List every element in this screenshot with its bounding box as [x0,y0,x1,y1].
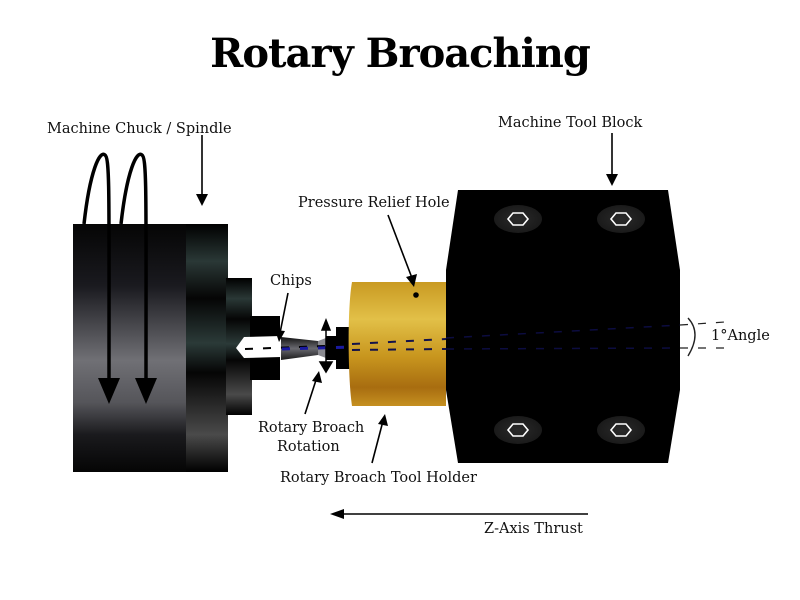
label-machine-chuck: Machine Chuck / Spindle [47,121,232,137]
label-rotary-broach-rotation-line1: Rotary Broach [258,420,364,436]
label-chips: Chips [270,273,312,289]
rotary-broach [281,327,352,369]
pressure-relief-hole [413,292,419,298]
hex-bolt-icon [494,205,542,233]
machine-tool-block [446,190,680,463]
broach-collar [336,327,352,369]
label-tool-holder: Rotary Broach Tool Holder [280,470,477,486]
diagram-title: Rotary Broaching [210,30,591,77]
broach-shank [326,336,338,360]
spindle-rotation-arrows-icon [82,152,148,381]
label-machine-tool-block: Machine Tool Block [498,115,643,131]
chuck-face [186,224,228,472]
workpiece-bore [236,336,281,358]
angle-centerlines [244,321,726,351]
broach-tip [281,337,318,360]
machine-chuck [73,224,281,472]
label-rotary-broach-rotation-line2: Rotation [277,439,340,455]
label-angle: 1°Angle [711,328,770,344]
chuck-body [73,224,188,472]
hex-bolt-icon [597,416,645,444]
hex-bolt-icon [494,416,542,444]
angle-arc [687,317,696,357]
label-pressure-relief-hole: Pressure Relief Hole [298,195,450,211]
hex-bolt-icon [597,205,645,233]
tool-holder [348,282,446,406]
broach-rotation-icon [318,317,334,374]
label-arrows [196,133,618,519]
arrow-head-icon [135,378,157,404]
label-z-axis-thrust: Z-Axis Thrust [484,521,583,537]
arrow-head-icon [98,378,120,404]
